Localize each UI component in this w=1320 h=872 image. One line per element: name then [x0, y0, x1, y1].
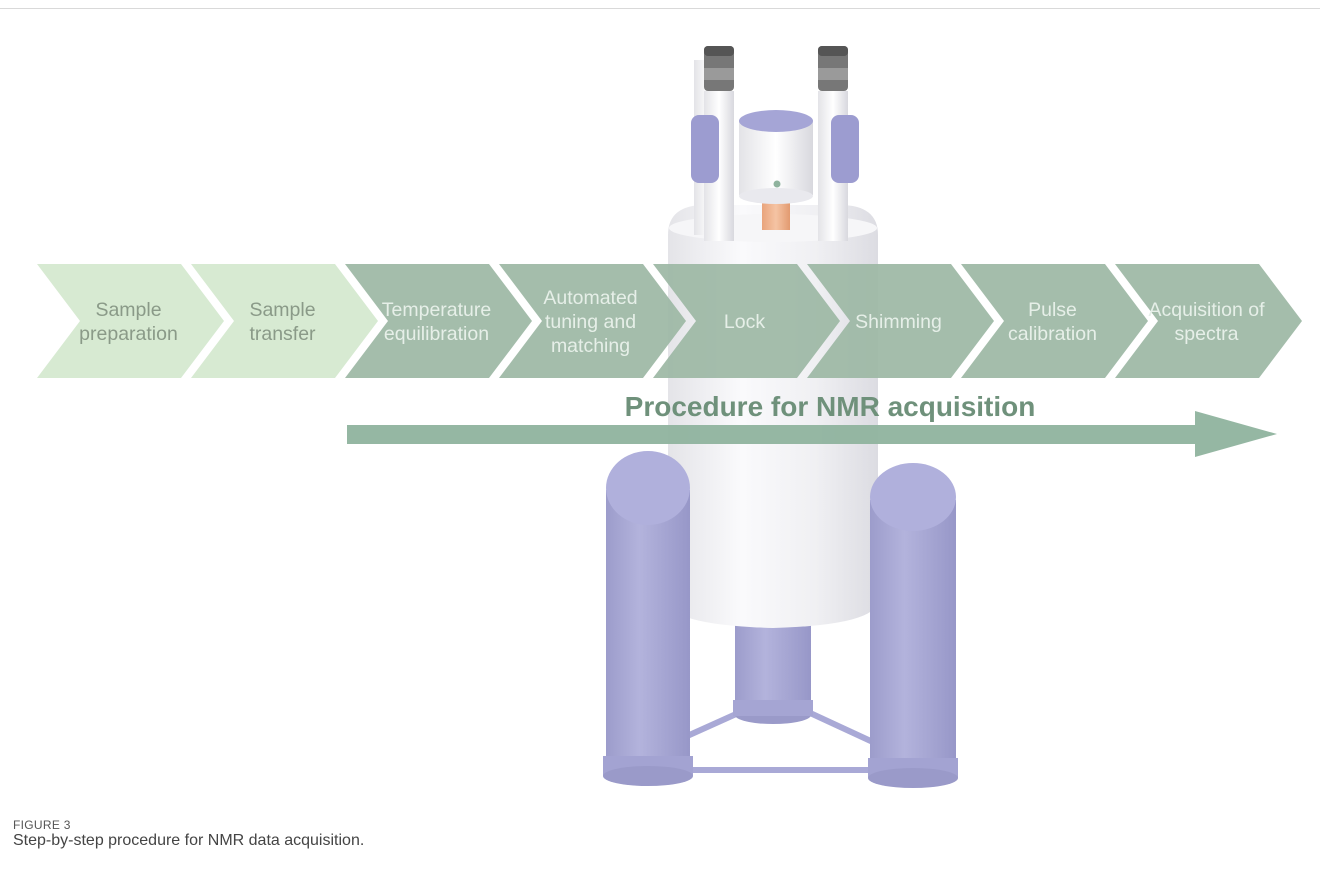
top-rule — [0, 8, 1320, 9]
step-shape — [1115, 264, 1302, 378]
step-shape — [37, 264, 224, 378]
figure-label: FIGURE 3 — [13, 818, 71, 832]
step-label: Shimming — [855, 311, 942, 333]
figure-caption: Step-by-step procedure for NMR data acqu… — [13, 832, 365, 849]
step-shape — [499, 264, 686, 378]
step-shape — [807, 264, 994, 378]
sample-head — [739, 110, 813, 230]
procedure-arrow — [347, 411, 1277, 457]
step-shape — [345, 264, 532, 378]
center-leg — [733, 615, 813, 724]
step-shape — [653, 264, 840, 378]
step-shape — [191, 264, 378, 378]
right-leg — [868, 463, 958, 788]
left-tube — [691, 46, 734, 241]
left-leg — [603, 451, 693, 786]
procedure-title: Procedure for NMR acquisition — [625, 391, 1036, 422]
step-chevron-5: Lock — [653, 264, 840, 378]
step-label: Lock — [724, 311, 765, 333]
step-shape — [961, 264, 1148, 378]
step-chevron-6: Shimming — [807, 264, 994, 378]
right-tube — [818, 46, 859, 241]
